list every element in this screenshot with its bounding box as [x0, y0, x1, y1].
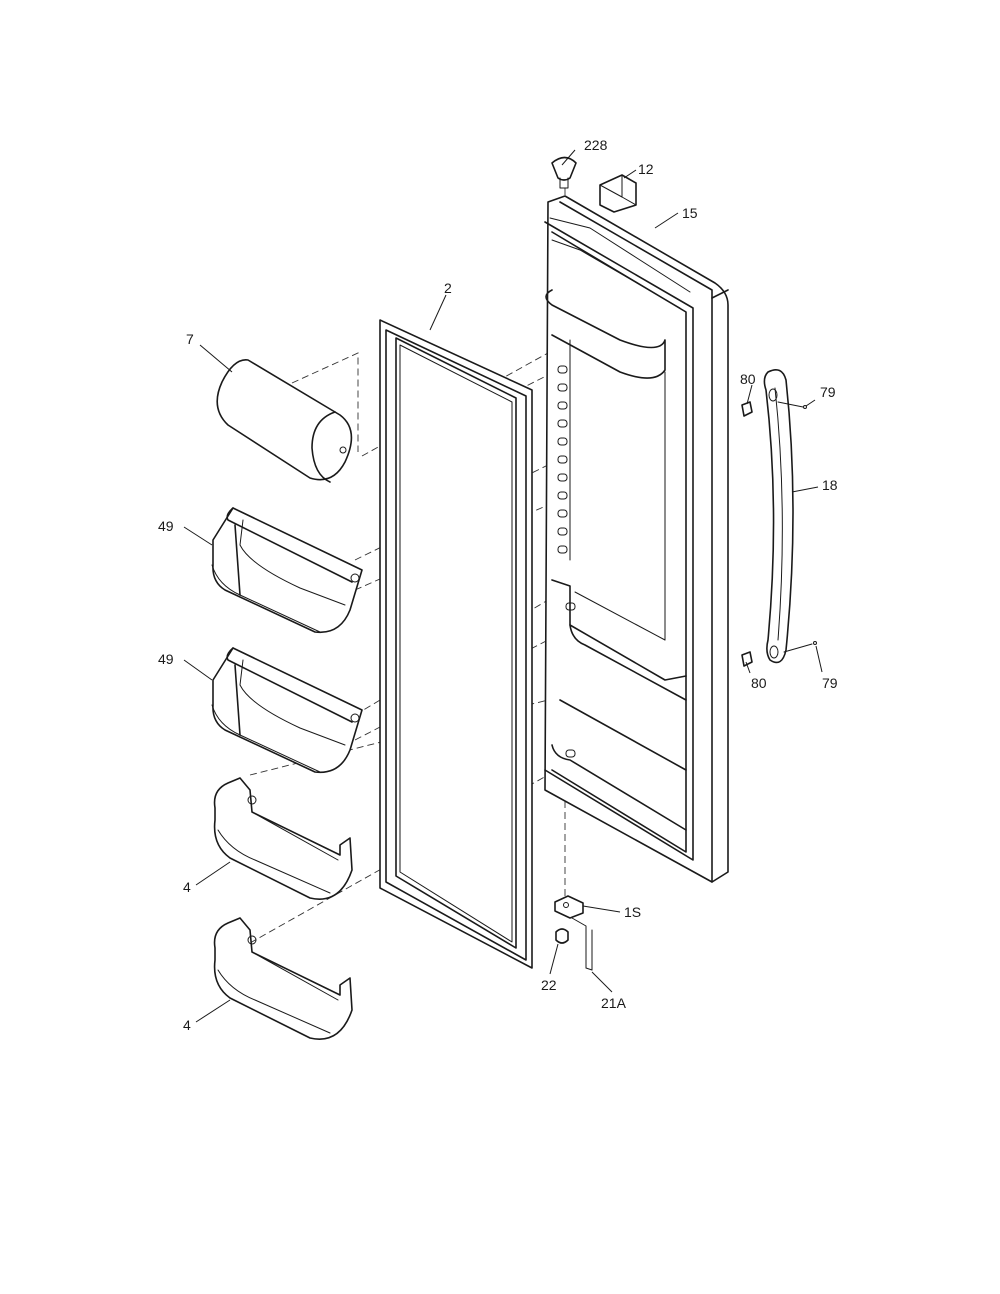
- callout-7: 7: [186, 331, 194, 347]
- top-trim-part-12: [599, 174, 637, 213]
- hinge-part-1S: [554, 895, 584, 919]
- callout-49-lower: 49: [158, 651, 174, 667]
- bushing-part-22: [555, 928, 569, 944]
- screw-part-80-lower: [741, 651, 753, 667]
- callout-4-upper: 4: [183, 879, 191, 895]
- pin-part-21A: [571, 917, 593, 971]
- callout-2: 2: [444, 280, 452, 296]
- screw-part-80-upper: [741, 401, 753, 417]
- gasket-part-2: [379, 319, 533, 969]
- callout-18: 18: [822, 477, 838, 493]
- callout-21A: 21A: [601, 995, 627, 1011]
- cylinder-part-7: [216, 359, 353, 483]
- screw-part-79-upper: [777, 401, 807, 409]
- screw-part-79-lower: [783, 641, 817, 653]
- handle-part-18: [763, 369, 794, 664]
- callout-80-lower: 80: [751, 675, 767, 691]
- callout-80-upper: 80: [740, 371, 756, 387]
- liner-ribs: [557, 365, 568, 554]
- leader-lines: [183, 149, 823, 1023]
- callout-12: 12: [638, 161, 654, 177]
- callout-79-upper: 79: [820, 384, 836, 400]
- callout-1S: 1S: [624, 904, 641, 920]
- callout-4-lower: 4: [183, 1017, 191, 1033]
- callout-79-lower: 79: [822, 675, 838, 691]
- callout-labels: 228 12 15 2 7 80 79 18 49 49 80 79 4 4 1…: [158, 137, 838, 1033]
- door-liner-part-15: [544, 195, 729, 883]
- callout-49-upper: 49: [158, 518, 174, 534]
- door-bin-part-4-lower: [213, 917, 353, 1040]
- bin-part-49-upper: [211, 507, 363, 634]
- door-bin-part-4-upper: [213, 777, 353, 900]
- callout-228: 228: [584, 137, 608, 153]
- callout-15: 15: [682, 205, 698, 221]
- bin-part-49-lower: [211, 647, 363, 774]
- callout-22: 22: [541, 977, 557, 993]
- cap-part-228: [551, 156, 577, 189]
